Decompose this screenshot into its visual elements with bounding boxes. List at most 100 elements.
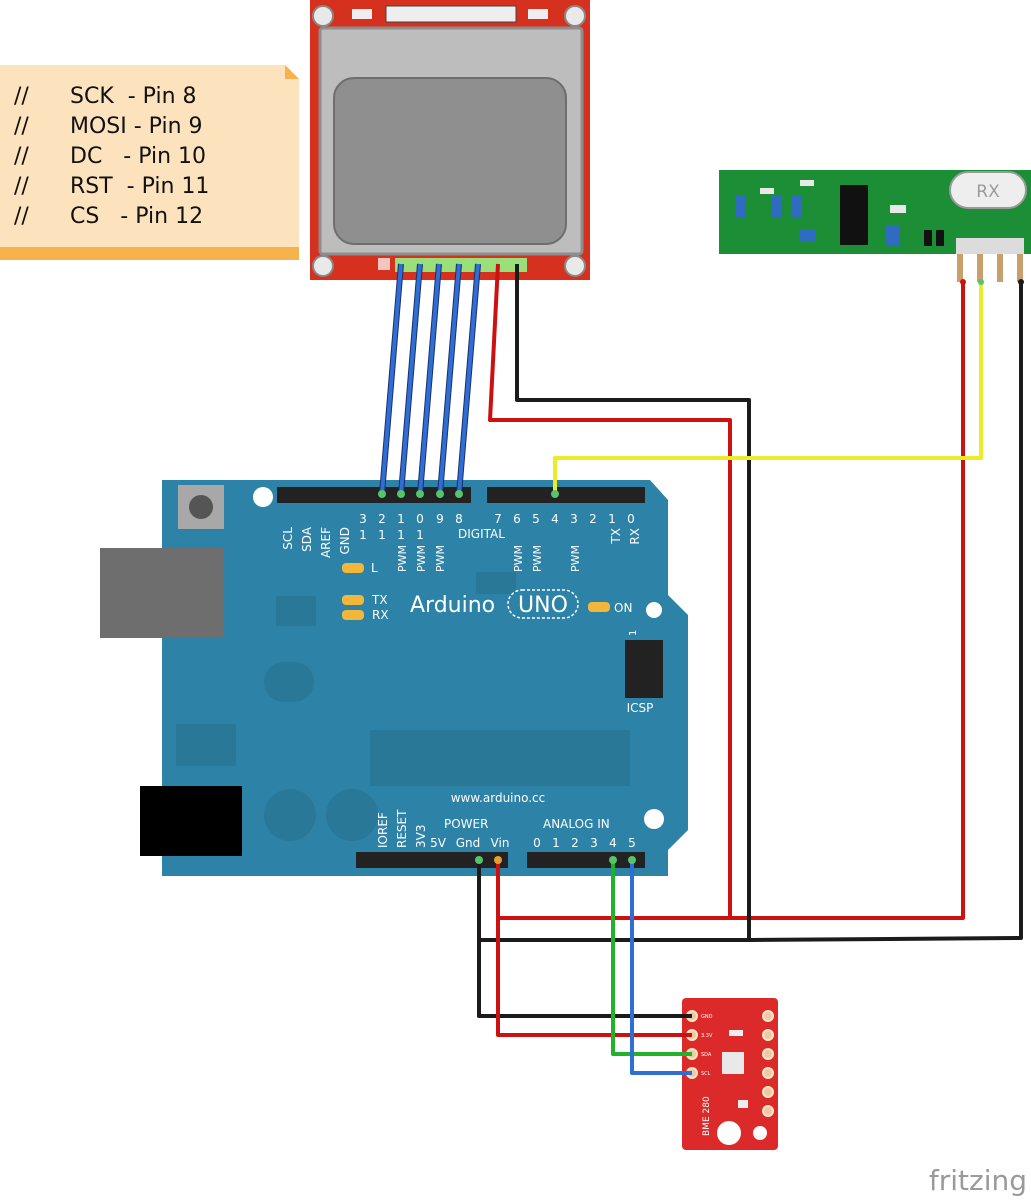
pin-label-5v: 5V: [430, 836, 447, 850]
power-jack: [140, 786, 242, 856]
wire-sda: [611, 860, 692, 1056]
mount-hole: [644, 809, 664, 829]
pwm-label: PWM: [512, 545, 525, 572]
wire-vcc: [488, 263, 965, 920]
power-label: POWER: [444, 817, 488, 831]
note-line-dc: DC - Pin 10: [70, 144, 206, 169]
pin-label-11b: 1: [397, 528, 405, 542]
wire-pin10: [418, 263, 441, 495]
wire-gnd: [515, 264, 1023, 942]
led-rx: [342, 610, 364, 620]
pin-label-10a: 0: [416, 512, 424, 526]
pin-label-3v3: 3V3: [414, 825, 428, 848]
wire-pin9: [438, 263, 461, 495]
pin-label-1: 1: [608, 512, 616, 526]
pwm-label: PWM: [415, 545, 428, 572]
pin-label-gnd: GND: [338, 527, 352, 555]
pin-label-vin: Vin: [491, 836, 510, 850]
wire-pin8: [457, 263, 480, 495]
wires: [379, 263, 1023, 1075]
pin-label-a0: 0: [533, 836, 541, 850]
pin-label-3: 3: [570, 512, 578, 526]
wire-rx-data: [553, 282, 983, 494]
wire-bme-gnd: [477, 940, 692, 1018]
led-l-label: L: [371, 561, 378, 575]
mount-hole: [564, 5, 586, 27]
rx-module: RX: [719, 170, 1031, 282]
pin-label-4: 4: [551, 512, 559, 526]
bme-sensor-chip: [722, 1052, 744, 1074]
mount-hole: [646, 602, 662, 618]
power-header: [356, 852, 508, 868]
bme-pin-label: 3.3V: [701, 1033, 713, 1039]
led-on: [588, 602, 610, 612]
note-line-prefix: //: [14, 174, 29, 199]
pin-label-5: 5: [532, 512, 540, 526]
pin-label-6: 6: [513, 512, 521, 526]
arduino-brand: Arduino: [410, 593, 495, 618]
note-line-mosi: MOSI - Pin 9: [70, 114, 203, 139]
mount-hole: [312, 255, 334, 277]
icsp-label: ICSP: [627, 701, 654, 715]
pin-label-13b: 1: [359, 528, 367, 542]
pwm-label: PWM: [569, 545, 582, 572]
pwm-label: PWM: [396, 545, 409, 572]
note-line-rst: RST - Pin 11: [70, 174, 209, 199]
pin-label-reset: RESET: [395, 809, 409, 848]
pin-note: // SCK - Pin 8 // MOSI - Pin 9 // DC - P…: [0, 65, 299, 260]
pin-label-a5: 5: [628, 836, 636, 850]
pin-label-a3: 3: [590, 836, 598, 850]
note-line-cs: CS - Pin 12: [70, 204, 203, 229]
pin-label-sda: SDA: [300, 526, 314, 552]
mount-hole: [564, 255, 586, 277]
note-line-prefix: //: [14, 204, 29, 229]
mount-hole: [253, 487, 273, 507]
bme280-module: GND 3.3V SDA SCL BME 280: [682, 998, 778, 1150]
icsp-header: [625, 640, 663, 698]
rx-crystal: [949, 171, 1027, 209]
bme-pin-label: SDA: [701, 1052, 712, 1058]
wire-pin11: [399, 263, 422, 495]
fritzing-logo: fritzing: [929, 1164, 1027, 1197]
pwm-label: PWM: [434, 545, 447, 572]
note-line-sck: SCK - Pin 8: [70, 84, 197, 109]
mount-hole: [312, 5, 334, 27]
pin-label-12a: 2: [378, 512, 386, 526]
pin-label-a1: 1: [552, 836, 560, 850]
pin-label-9: 9: [436, 512, 444, 526]
pin-label-2: 2: [589, 512, 597, 526]
led-l: [342, 563, 364, 573]
led-tx: [342, 595, 364, 605]
pin-label-scl: SCL: [281, 527, 295, 550]
note-line-prefix: //: [14, 84, 29, 109]
bme-pin-label: SCL: [701, 1071, 711, 1077]
lcd-screen: [333, 77, 567, 245]
pin-label-aref: AREF: [319, 527, 333, 558]
usb-connector: [100, 548, 224, 638]
analog-label: ANALOG IN: [543, 817, 610, 831]
digital-header-right: [487, 487, 645, 503]
pwm-label: PWM: [531, 545, 544, 572]
arduino-uno-board: ICSP 1 L TX RX ON Arduino UNO www.arduin…: [100, 480, 688, 876]
pin-label-13a: 3: [359, 512, 367, 526]
lcd-module: [310, 0, 590, 280]
rx-label: RX: [976, 182, 1000, 202]
analog-header: [527, 852, 645, 868]
bme-pin-label: GND: [701, 1014, 713, 1020]
led-rx-label: RX: [372, 608, 389, 622]
pin-endpoints: [378, 279, 1024, 864]
wire-scl: [630, 860, 692, 1075]
wire-bme-vcc: [496, 918, 692, 1037]
pin-label-gnd: Gnd: [456, 836, 481, 850]
pin-label-a4: 4: [609, 836, 617, 850]
icsp-pin1-label: 1: [628, 630, 639, 636]
led-on-label: ON: [614, 601, 632, 615]
pin-label-ioref: IOREF: [376, 812, 390, 848]
arduino-model: UNO: [518, 593, 568, 618]
arduino-url: www.arduino.cc: [451, 791, 546, 805]
pin-label-tx: TX: [609, 528, 623, 545]
pin-label-rx: RX: [628, 528, 642, 545]
digital-label: DIGITAL: [458, 527, 505, 541]
pin-label-11a: 1: [397, 512, 405, 526]
